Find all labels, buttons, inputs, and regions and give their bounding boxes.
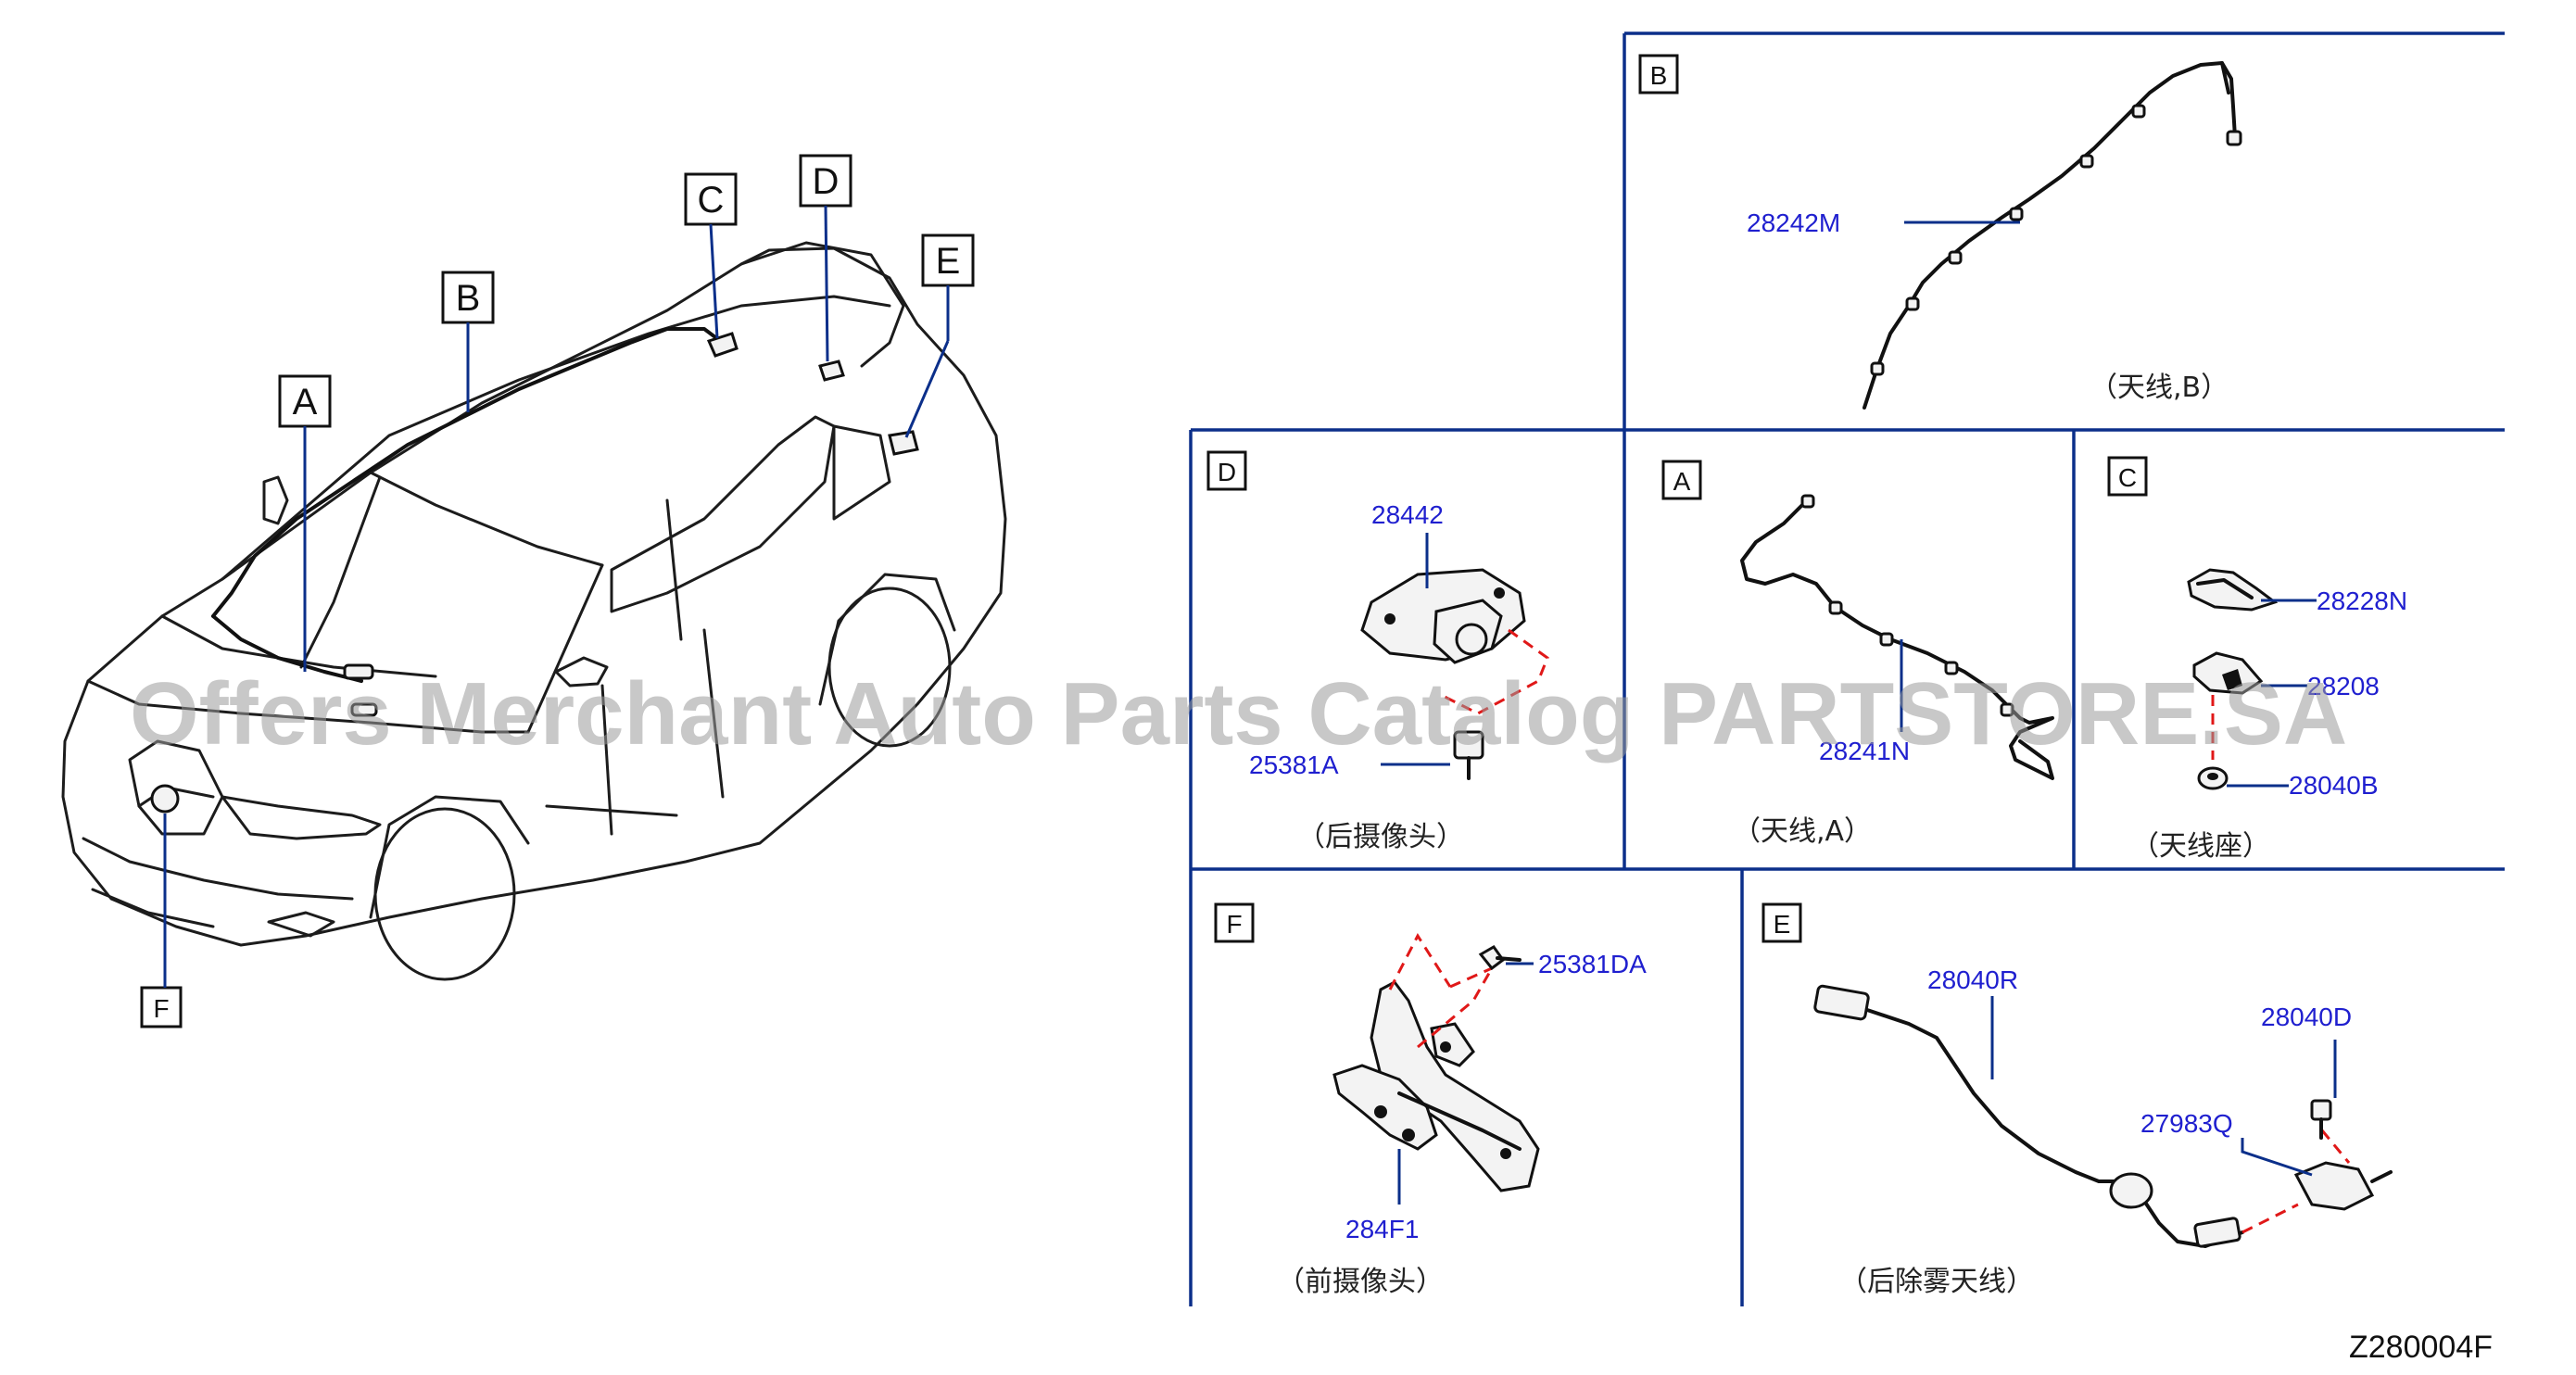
- part-number-28242M: 28242M: [1747, 208, 1840, 237]
- panel-d-caption: （后摄像头）: [1297, 821, 1464, 853]
- panel-e: E 28040R 28040D 27983Q （后除雾天线）: [1762, 902, 2393, 1298]
- nut-28040B: [2197, 766, 2229, 790]
- part-number-28442: 28442: [1371, 500, 1444, 529]
- antenna-a-harness: [1740, 494, 2054, 780]
- part-number-28040B: 28040B: [2289, 771, 2379, 800]
- part-number-28208: 28208: [2307, 672, 2380, 700]
- panel-c: C 28228N 28208 28040B （天线座）: [2107, 456, 2407, 863]
- part-number-28040D: 28040D: [2261, 1003, 2352, 1031]
- diagram-code: Z280004F: [2349, 1330, 2493, 1365]
- panel-c-label: C: [2118, 463, 2137, 492]
- callout-a-label: A: [293, 382, 318, 423]
- part-number-25381DA: 25381DA: [1538, 950, 1647, 978]
- callout-c: C: [684, 172, 738, 339]
- defogger-antenna-harness: [1813, 984, 2244, 1248]
- panel-e-label: E: [1774, 910, 1791, 939]
- panel-a-caption: （天线,A）: [1733, 815, 1872, 848]
- callout-e: E: [904, 233, 975, 438]
- vehicle-mounted-parts: [150, 332, 919, 814]
- front-camera-bracket: [1332, 980, 1540, 1192]
- panel-f-label: F: [1226, 910, 1242, 939]
- panel-b: B 28242M （天线,B）: [1638, 54, 2242, 410]
- antenna-cover-28228N: [2187, 568, 2279, 612]
- callout-d: D: [799, 154, 852, 362]
- callout-b: B: [441, 271, 495, 412]
- panel-b-caption: （天线,B）: [2090, 372, 2229, 404]
- panel-e-caption: （后除雾天线）: [1839, 1266, 2034, 1298]
- callout-b-label: B: [456, 278, 481, 319]
- callout-a: A: [278, 374, 332, 672]
- panel-f: F 25381DA 284F1 （前摄像头）: [1214, 902, 1647, 1298]
- defogger-filter-27983Q: [2293, 1161, 2393, 1211]
- callout-f-label: F: [153, 994, 169, 1023]
- panel-b-label: B: [1650, 61, 1668, 90]
- callout-e-label: E: [936, 241, 961, 282]
- panel-d: D 28442 25381A （后摄像头）: [1206, 450, 1549, 853]
- vehicle-outline: [61, 241, 1007, 981]
- callout-c-label: C: [698, 180, 725, 221]
- part-number-28241N: 28241N: [1819, 737, 1910, 765]
- callout-d-label: D: [813, 161, 840, 202]
- callout-f: F: [140, 814, 183, 1028]
- antenna-b-harness: [1863, 61, 2242, 410]
- vehicle-antenna-harness: [211, 327, 725, 683]
- panel-d-label: D: [1218, 458, 1236, 486]
- rear-camera: [1360, 568, 1526, 664]
- part-number-28228N: 28228N: [2317, 587, 2407, 615]
- part-number-25381A: 25381A: [1249, 751, 1339, 779]
- panel-c-caption: （天线座）: [2131, 830, 2270, 863]
- part-number-28040R: 28040R: [1927, 965, 2018, 994]
- screw-25381DA: [1478, 945, 1522, 971]
- antenna-base-28208: [2192, 651, 2264, 695]
- bolt-28040D: [2310, 1099, 2332, 1140]
- panel-f-caption: （前摄像头）: [1277, 1266, 1444, 1298]
- bolt-25381A: [1453, 730, 1484, 780]
- panel-frames: [1189, 32, 2505, 1306]
- panel-a: A 28241N （天线,A）: [1661, 460, 2054, 848]
- panel-a-label: A: [1673, 467, 1691, 496]
- part-number-284F1: 284F1: [1345, 1215, 1419, 1243]
- watermark: Offers Merchant Auto Parts Catalog PARTS…: [130, 664, 2347, 763]
- part-number-27983Q: 27983Q: [2140, 1109, 2233, 1138]
- vehicle-overview: A B C D E F: [61, 154, 1007, 1028]
